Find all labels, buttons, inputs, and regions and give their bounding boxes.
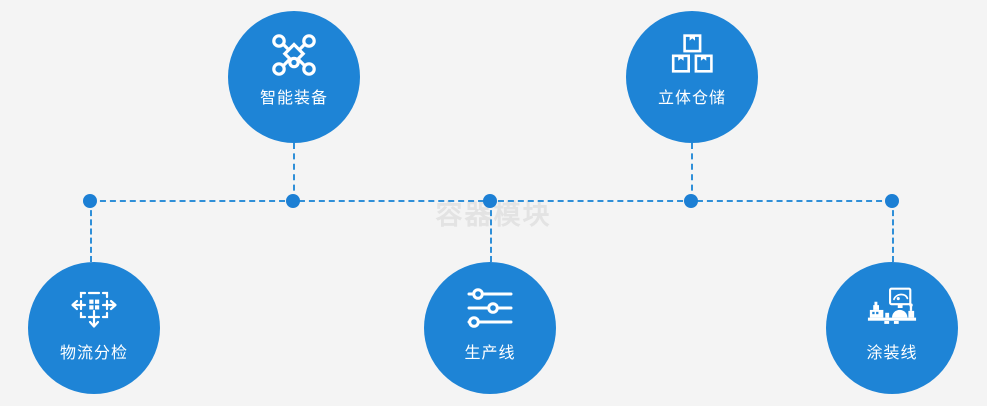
connector-stem-production-line: [490, 201, 492, 262]
node-label: 涂装线: [866, 345, 918, 362]
node-painting-line[interactable]: 涂装线: [826, 262, 958, 394]
connector-node-2: [286, 194, 300, 208]
connector-stem-stereoscopic-warehouse: [691, 143, 693, 201]
connector-stem-painting-line: [892, 201, 894, 262]
node-label: 立体仓储: [657, 90, 726, 107]
connector-stem-logistics-sorting: [90, 201, 92, 262]
stacked-boxes-icon: [666, 31, 718, 79]
node-label: 物流分检: [59, 345, 128, 362]
connector-node-3: [483, 194, 497, 208]
node-label: 生产线: [464, 345, 516, 362]
node-intelligent-equipment[interactable]: 智能装备: [228, 11, 360, 143]
connector-node-1: [83, 194, 97, 208]
connector-stem-intelligent-equipment: [293, 143, 295, 201]
sorting-arrows-icon: [68, 284, 120, 332]
sliders-icon: [464, 284, 516, 332]
node-stereoscopic-warehouse[interactable]: 立体仓储: [626, 11, 758, 143]
node-production-line[interactable]: 生产线: [424, 262, 556, 394]
connector-node-4: [684, 194, 698, 208]
painting-machine-icon: [866, 284, 918, 332]
node-label: 智能装备: [259, 90, 328, 107]
node-logistics-sorting[interactable]: 物流分检: [28, 262, 160, 394]
connector-node-5: [885, 194, 899, 208]
network-nodes-icon: [268, 31, 320, 79]
